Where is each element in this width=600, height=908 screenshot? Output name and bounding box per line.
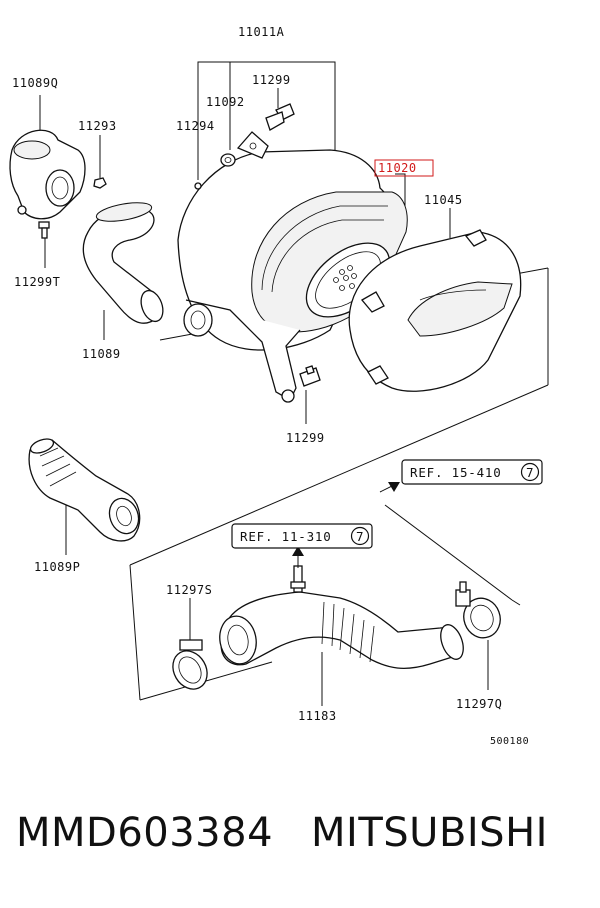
ref-box-lower: REF. 11-310 7	[231, 523, 373, 549]
label-11089: 11089	[82, 347, 121, 361]
label-11299-bottom: 11299	[286, 431, 325, 445]
label-11089P: 11089P	[34, 560, 80, 574]
outlet-holes	[333, 265, 357, 291]
drawing-number: 500180	[490, 736, 529, 747]
part-number: MMD603384	[16, 810, 274, 856]
ref-lower-circle: 7	[356, 529, 364, 544]
ref-lower-text: REF. 11-310	[240, 529, 332, 544]
ref-upper-circle: 7	[526, 465, 534, 480]
grommet-11092	[220, 153, 236, 167]
label-11294: 11294	[176, 119, 215, 133]
bolt-11299T	[38, 221, 50, 239]
ref-box-upper: REF. 15-410 7	[401, 459, 543, 485]
ref-arrow-lower	[292, 546, 304, 568]
ref-arrow-upper	[379, 482, 400, 493]
label-11183: 11183	[298, 709, 337, 723]
label-11020: 11020	[378, 161, 417, 175]
footer-caption: MMD603384 MITSUBISHI	[16, 810, 548, 856]
label-11011A: 11011A	[238, 25, 285, 39]
label-11297S: 11297S	[166, 583, 212, 597]
highlight-box-11020	[374, 159, 434, 177]
clamp-11297Q	[455, 581, 501, 639]
label-11045: 11045	[424, 193, 463, 207]
duct-11089Q	[9, 129, 86, 220]
label-11299-top: 11299	[252, 73, 291, 87]
label-11297Q: 11297Q	[456, 697, 502, 711]
bolt-11299-top	[265, 103, 295, 131]
label-11293: 11293	[78, 119, 117, 133]
cover-11045	[348, 229, 522, 392]
label-11299T: 11299T	[14, 275, 60, 289]
boot-11089P	[28, 438, 141, 542]
clip-11294	[194, 182, 202, 190]
label-11092: 11092	[206, 95, 245, 109]
nut-11293	[93, 177, 107, 189]
part-labels: 11011A 11089Q 11299 11092 11293 11294 11…	[12, 25, 529, 747]
hose-11183	[219, 565, 464, 670]
label-11089Q: 11089Q	[12, 76, 58, 90]
brand-name: MITSUBISHI	[311, 810, 548, 856]
hose-11089	[82, 202, 164, 324]
ref-upper-text: REF. 15-410	[410, 465, 502, 480]
bolt-11299-bottom	[299, 365, 321, 387]
clamp-11297S	[172, 639, 208, 690]
